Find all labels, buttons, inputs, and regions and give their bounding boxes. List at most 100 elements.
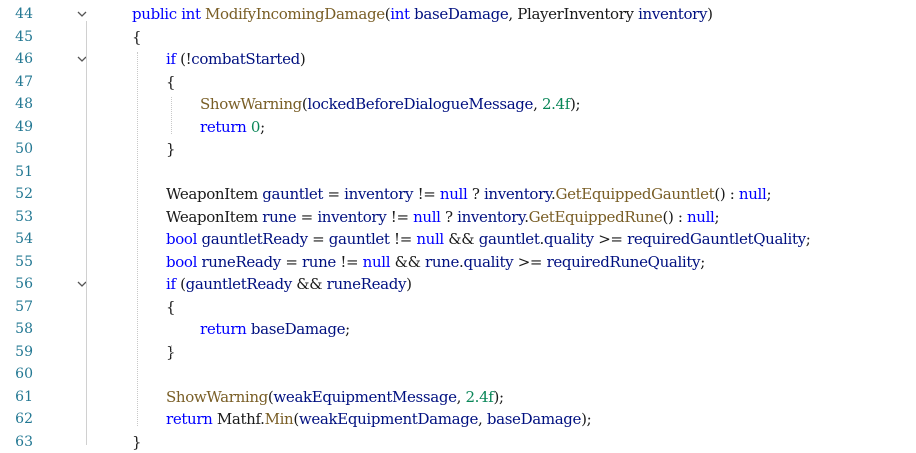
code-token: !=	[413, 185, 440, 203]
code-text[interactable]: if (gauntletReady && runeReady)	[166, 273, 412, 295]
code-line[interactable]: 57 {	[0, 296, 916, 318]
line-number: 63	[15, 433, 33, 450]
code-text[interactable]: {	[166, 71, 176, 93]
chevron-down-icon[interactable]	[74, 48, 90, 70]
code-token: if	[166, 50, 176, 68]
code-line[interactable]: 58 return baseDamage;	[0, 318, 916, 340]
code-token: runeReady	[201, 252, 281, 271]
code-token: ;	[260, 117, 265, 136]
code-token: =	[323, 185, 345, 203]
code-token: (!	[175, 50, 192, 68]
code-text[interactable]: }	[166, 138, 176, 160]
code-text[interactable]: WeaponItem gauntlet = inventory != null …	[166, 183, 771, 205]
code-token: );	[581, 410, 592, 428]
code-text[interactable]: }	[132, 431, 142, 453]
line-number: 51	[15, 163, 33, 180]
line-number: 60	[15, 366, 33, 382]
line-number: 49	[15, 118, 33, 135]
code-token: null	[439, 185, 468, 203]
code-token: }	[166, 140, 176, 158]
code-token: }	[166, 342, 176, 361]
code-token: ;	[345, 320, 350, 338]
code-token: ;	[714, 207, 720, 226]
code-text[interactable]: ShowWarning(weakEquipmentMessage, 2.4f);	[166, 386, 504, 408]
code-text[interactable]: public int ModifyIncomingDamage(int base…	[132, 3, 713, 25]
code-token: gauntlet	[262, 185, 324, 203]
code-token: public	[132, 5, 177, 23]
code-token: ?	[467, 185, 484, 203]
chevron-down-icon[interactable]	[74, 273, 90, 295]
code-text[interactable]: bool runeReady = rune != null && rune.qu…	[166, 251, 705, 273]
code-line[interactable]: 59}	[0, 341, 916, 363]
fold-region-line	[86, 66, 87, 152]
code-text[interactable]: return 0;	[200, 116, 265, 138]
code-token: ;	[805, 230, 811, 248]
code-token: int	[181, 5, 201, 23]
chevron-down-icon[interactable]	[74, 3, 90, 25]
code-line[interactable]: 45{	[0, 26, 916, 48]
code-token: gauntlet	[478, 230, 540, 248]
code-token: runeReady	[326, 275, 407, 293]
code-text[interactable]: bool gauntletReady = gauntlet != null &&…	[166, 228, 811, 250]
code-text[interactable]: }	[166, 341, 176, 363]
code-token: if	[166, 275, 176, 293]
code-text[interactable]: return Mathf.Min(weakEquipmentDamage, ba…	[166, 408, 592, 430]
code-token: rune	[262, 207, 297, 226]
code-line[interactable]: 54 bool gauntletReady = gauntlet != null …	[0, 228, 916, 250]
code-token: {	[166, 72, 176, 91]
code-text[interactable]: if (!combatStarted)	[166, 48, 306, 70]
code-token: !=	[335, 252, 363, 271]
line-number: 57	[15, 298, 33, 315]
line-number: 54	[15, 231, 33, 247]
code-token: ?	[440, 207, 458, 226]
line-number: 58	[15, 321, 33, 337]
code-token: inventory	[457, 207, 525, 226]
code-token: &&	[390, 252, 426, 271]
fold-region-line	[86, 21, 87, 445]
code-line[interactable]: 60	[0, 363, 916, 385]
code-token: =	[307, 230, 329, 248]
code-token: null	[416, 230, 444, 248]
code-token: inventory	[638, 5, 708, 23]
code-text[interactable]: ShowWarning(lockedBeforeDialogueMessage,…	[200, 93, 581, 115]
code-token: return	[200, 117, 247, 136]
code-token: ModifyIncomingDamage	[205, 5, 385, 23]
code-line[interactable]: 47 {	[0, 71, 916, 93]
code-text[interactable]: {	[132, 26, 142, 48]
code-token: null	[738, 185, 767, 203]
code-token: null	[686, 207, 715, 226]
code-token: }	[132, 432, 142, 451]
code-line[interactable]: 49 return 0;	[0, 116, 916, 138]
code-line[interactable]: 63}	[0, 431, 916, 453]
code-token: GetEquippedRune	[528, 207, 663, 226]
code-line[interactable]: 50}	[0, 138, 916, 160]
code-token: return	[166, 410, 213, 428]
code-token: requiredGauntletQuality	[627, 230, 806, 248]
code-token: baseDamage	[250, 320, 346, 338]
code-token: baseDamage	[486, 410, 582, 428]
code-token: ShowWarning	[166, 387, 268, 406]
code-token: !=	[389, 230, 417, 248]
code-token: inventory	[317, 207, 387, 226]
line-number: 59	[15, 343, 33, 360]
code-line[interactable]: 51	[0, 161, 916, 183]
code-text[interactable]: WeaponItem rune = inventory != null ? in…	[166, 206, 720, 228]
code-text[interactable]: {	[166, 296, 176, 318]
code-text[interactable]: return baseDamage;	[200, 318, 350, 340]
code-token: ;	[766, 185, 772, 203]
code-token: quality	[463, 252, 514, 271]
code-token: 2.4f	[541, 95, 570, 113]
code-token: =	[296, 207, 318, 226]
code-token: (	[301, 95, 308, 113]
line-number: 47	[15, 73, 33, 90]
